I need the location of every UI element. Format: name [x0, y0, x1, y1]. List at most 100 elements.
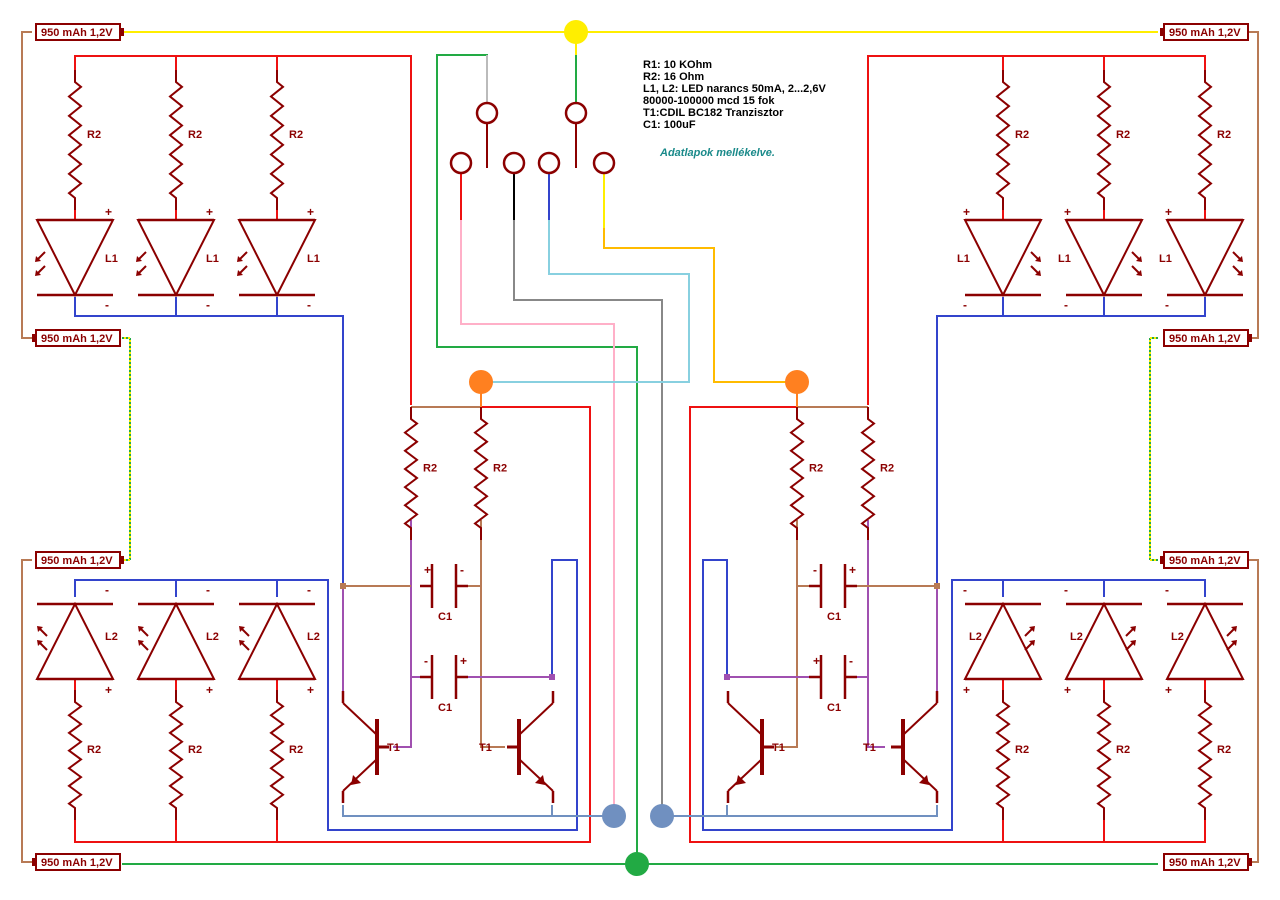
node-orange-right: [785, 370, 809, 394]
components: [32, 20, 1252, 876]
led-label: L1: [105, 253, 118, 265]
light-arrow-head-icon: [37, 640, 43, 646]
battery-terminal: [1160, 28, 1164, 36]
led-minus-sign: -: [1064, 298, 1068, 312]
resistor-label: R2: [880, 463, 894, 475]
switch-contact-gray: [475, 101, 499, 125]
led-l1-left-2: [136, 218, 216, 298]
spec-block: R1: 10 KOhm R2: 16 Ohm L1, L2: LED naran…: [643, 59, 826, 159]
capacitor-sign: -: [849, 654, 853, 668]
spec-line-mcd: 80000-100000 mcd 15 fok: [643, 95, 775, 107]
capacitor-left-bottom: [420, 655, 468, 699]
led-minus-sign: -: [105, 583, 109, 597]
led-minus-sign: -: [307, 298, 311, 312]
led-triangle: [136, 219, 216, 298]
capacitor-sign: +: [849, 563, 856, 577]
resistor-label: R2: [1217, 129, 1231, 141]
capacitor-right-top: [809, 564, 857, 608]
resistor-bottom-right-3: [1197, 690, 1213, 820]
capacitor-label: C1: [438, 702, 452, 714]
wire-right-led-bus: [936, 297, 1206, 700]
resistor-top-left-2: [168, 70, 184, 210]
light-arrow-head-icon: [138, 640, 144, 646]
spec-line-r1: R1: 10 KOhm: [643, 59, 712, 71]
resistor-label: R2: [1116, 129, 1130, 141]
resistor-label: R2: [1015, 744, 1029, 756]
led-minus-sign: -: [963, 298, 967, 312]
resistor-bottom-left-3: [269, 690, 285, 820]
led-l1-right-1: [963, 218, 1043, 298]
junction: [934, 583, 940, 589]
node-steel-left: [602, 804, 626, 828]
wire-left-led-bus: [74, 297, 344, 700]
wire-switch-lightblue: [490, 220, 690, 383]
wire-left-r2-base: [480, 520, 505, 748]
resistor-body: [403, 407, 419, 540]
battery-mid-left: [32, 329, 121, 347]
node-green-bottom: [625, 852, 649, 876]
battery-terminal: [32, 334, 36, 342]
led-l1-left-1: [35, 218, 115, 298]
resistor-body: [860, 407, 876, 540]
light-arrow-head-icon: [1237, 270, 1243, 276]
light-arrow-head-icon: [1035, 256, 1041, 262]
led-triangle: [1064, 219, 1144, 298]
wire-left-upper-brown: [21, 31, 32, 339]
resistor-label: R2: [188, 129, 202, 141]
led-minus-sign: -: [307, 583, 311, 597]
light-arrow-head-icon: [1231, 626, 1237, 632]
light-arrow-head-icon: [1130, 640, 1136, 646]
led-label: L2: [307, 631, 320, 643]
wire-right-bottom-red: [689, 406, 1206, 843]
transistor-label: T1: [387, 742, 400, 754]
led-l2-left-2: [136, 601, 216, 681]
resistor-bottom-left-2: [168, 690, 184, 820]
battery-terminal: [32, 858, 36, 866]
transistor-collector: [342, 702, 378, 736]
resistor-label: R2: [289, 129, 303, 141]
transistor-label: T1: [772, 742, 785, 754]
resistor-top-right-1: [995, 70, 1011, 210]
battery-label: 950 mAh 1,2V: [41, 27, 113, 39]
spec-line-r2: R2: 16 Ohm: [643, 71, 704, 83]
led-l2-left-3: [237, 601, 317, 681]
led-triangle: [237, 601, 317, 680]
wire-left-bottom-red: [74, 406, 591, 843]
led-minus-sign: -: [1165, 583, 1169, 597]
resistor-label: R2: [289, 744, 303, 756]
resistor-body: [269, 70, 285, 210]
led-minus-sign: -: [1064, 583, 1068, 597]
switch-contact-red: [449, 151, 473, 175]
light-arrow-head-icon: [136, 256, 142, 262]
battery-mid-right: [1163, 329, 1252, 347]
spec-line-c1: C1: 100uF: [643, 119, 696, 131]
transistor-left-2: [507, 691, 555, 803]
led-label: L1: [307, 253, 320, 265]
wire-right-link-alt: [1149, 337, 1158, 561]
light-arrow-head-icon: [35, 270, 41, 276]
junction: [340, 583, 346, 589]
led-label: L1: [1159, 253, 1172, 265]
led-l2-left-1: [35, 601, 115, 681]
wire-left-emitter-bus: [342, 805, 614, 817]
resistor-bottom-left-1: [67, 690, 83, 820]
battery-top-right: [1160, 23, 1249, 41]
emitter-arrow-icon: [919, 775, 929, 785]
led-label: L2: [1070, 631, 1083, 643]
light-arrow-head-icon: [239, 640, 245, 646]
led-plus-sign: +: [963, 683, 970, 697]
capacitor-sign: +: [460, 654, 467, 668]
battery-label: 950 mAh 1,2V: [1169, 555, 1241, 567]
capacitor-right-bottom: [809, 655, 857, 699]
led-plus-sign: +: [105, 205, 112, 219]
resistor-top-left-3: [269, 70, 285, 210]
led-label: L1: [957, 253, 970, 265]
transistor-collector: [902, 702, 938, 736]
resistor-label: R2: [809, 463, 823, 475]
led-triangle: [35, 601, 115, 680]
led-minus-sign: -: [1165, 298, 1169, 312]
led-plus-sign: +: [307, 683, 314, 697]
wires: [21, 31, 1259, 865]
wire-right-top-red: [867, 55, 1206, 405]
